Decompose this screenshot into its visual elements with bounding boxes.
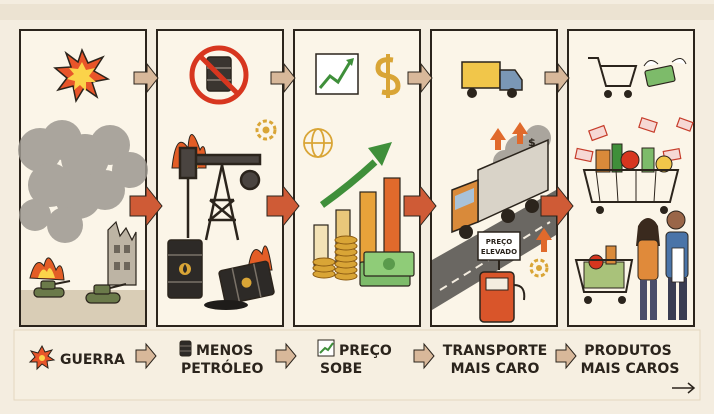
tank-icon xyxy=(33,280,71,298)
big-arrow xyxy=(266,184,300,228)
gear-icon xyxy=(529,258,549,278)
small-arrow xyxy=(407,62,433,94)
small-arrow xyxy=(270,62,296,94)
strip-label-transporte-l1: TRANSPORTE xyxy=(443,343,547,359)
strip-arrow xyxy=(135,342,157,370)
strip-label-menos-l2: PETRÓLEO xyxy=(181,359,264,377)
bottom-caption-strip: GUERRA MENOS PETRÓLEO PREÇO SOBE TRANSPO… xyxy=(13,329,701,401)
panel-war xyxy=(18,29,148,327)
svg-text:$: $ xyxy=(528,136,536,149)
battle-fires xyxy=(29,257,65,281)
tank-icon xyxy=(85,283,127,304)
globe-icon xyxy=(303,128,333,158)
strip-oil-barrel-icon xyxy=(179,340,192,357)
strip-label-preco-l2: SOBE xyxy=(320,361,362,377)
strip-label-produtos-l2: MAIS CAROS xyxy=(581,361,680,377)
oil-pump-jack xyxy=(178,146,262,241)
coin-stacks xyxy=(312,235,358,281)
strip-label-transporte-l2: MAIS CARO xyxy=(451,361,540,377)
shopper-man xyxy=(665,210,689,320)
panel-less-oil xyxy=(156,29,284,327)
strip-arrow xyxy=(413,342,435,370)
explosion-icon xyxy=(53,47,111,104)
truck-icon xyxy=(461,61,523,98)
strip-arrow xyxy=(275,342,297,370)
strip-label-produtos-l1: PRODUTOS xyxy=(584,343,671,359)
rising-arrow xyxy=(319,142,392,208)
strip-rising-chart-icon xyxy=(317,339,335,357)
big-arrow xyxy=(403,184,437,228)
price-sign: PREÇO ELEVADO xyxy=(477,231,521,270)
banknotes-icon xyxy=(359,251,415,287)
big-arrow xyxy=(129,184,163,228)
ruined-building xyxy=(107,220,137,286)
full-grocery-cart xyxy=(582,143,680,214)
oil-barrel-tipped-icon xyxy=(204,260,275,310)
strip-label-guerra: GUERRA xyxy=(60,352,125,368)
panel-price-rises xyxy=(293,29,421,327)
shopping-cart-icon xyxy=(588,57,638,98)
cargo-truck xyxy=(451,138,549,239)
gear-icon xyxy=(255,119,277,141)
small-arrow xyxy=(544,62,570,94)
flying-money-icon xyxy=(643,58,687,87)
fuel-pump-icon xyxy=(479,271,526,323)
rising-arrows xyxy=(490,122,552,252)
price-sign-line1: PREÇO xyxy=(486,238,512,246)
strip-explosion-icon xyxy=(28,344,56,371)
strip-label-menos-l1: MENOS xyxy=(196,343,253,359)
connector-arrows xyxy=(129,62,574,228)
grocery-cart-lower xyxy=(574,245,634,304)
dollar-icon xyxy=(375,54,401,98)
strip-label-preco-l1: PREÇO xyxy=(339,343,392,359)
rising-chart-icon xyxy=(315,53,359,95)
smoke-clouds xyxy=(18,120,148,243)
price-sign-line2: ELEVADO xyxy=(481,248,517,256)
shopper-woman xyxy=(636,218,660,320)
oil-barrel-icon xyxy=(167,239,203,299)
panel-transport: $ $ PREÇO ELEVADO xyxy=(430,29,558,327)
strip-arrow xyxy=(555,342,577,370)
strip-end-arrow xyxy=(672,382,696,394)
small-arrow xyxy=(133,62,159,94)
no-oil-barrel-icon xyxy=(189,45,249,105)
panel-products xyxy=(567,29,695,327)
big-arrow xyxy=(540,184,574,228)
